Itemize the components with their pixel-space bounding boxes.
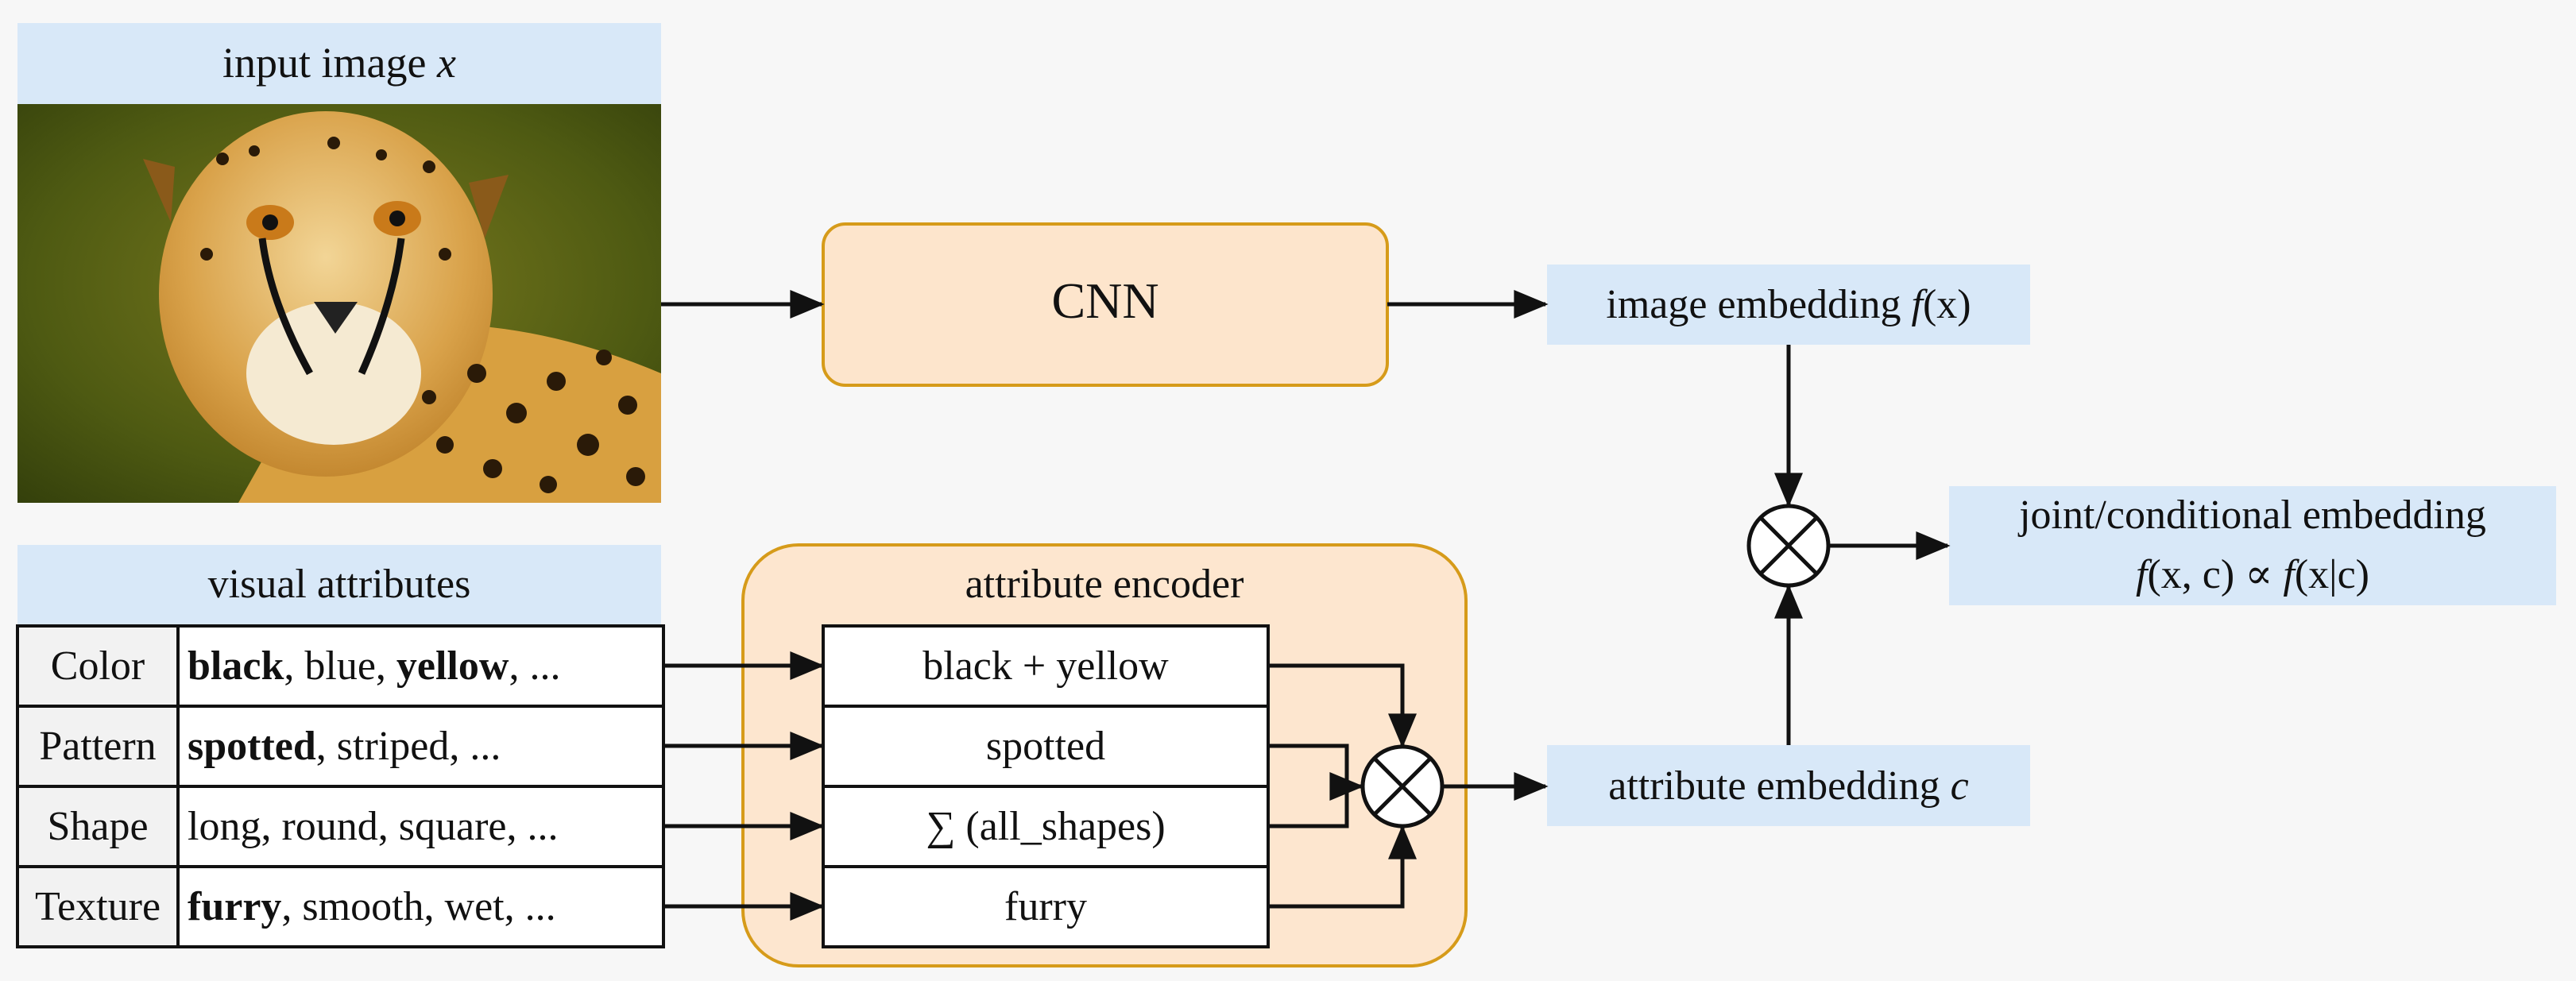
input-image-title: input image x — [222, 39, 456, 87]
attr-name: Color — [51, 643, 145, 689]
attr-values: spotted, striped, ... — [188, 724, 501, 769]
attr-name: Shape — [47, 804, 148, 849]
attr-values-cell — [176, 865, 665, 948]
attribute-encoder-block: attribute encoder black + yellow spotted ∑… — [741, 543, 1468, 967]
attribute-embedding-node: attribute embedding c — [1547, 745, 2030, 826]
arrow-enc-row1-to-otimes — [1268, 663, 1417, 748]
encoder-row-box — [822, 624, 1270, 708]
attr-name-cell — [16, 785, 180, 868]
attr-name: Pattern — [39, 724, 156, 769]
attr-name: Texture — [35, 884, 161, 929]
arrows — [661, 290, 1951, 921]
attribute-embedding-bg — [1547, 745, 2030, 826]
input-image-panel: input image x — [17, 23, 661, 503]
image-embedding-node: image embedding f(x) — [1547, 265, 2030, 345]
attr-values: furry, smooth, wet, ... — [188, 884, 556, 929]
attr-values-cell — [176, 705, 665, 788]
attr-values: long, round, square, ... — [188, 804, 558, 849]
image-embedding-label: image embedding f(x) — [1606, 282, 1971, 327]
encoder-row-label: black + yellow — [922, 643, 1169, 689]
joint-embedding-node: joint/conditional embedding f(x, c) ∝ f(… — [1949, 486, 2556, 605]
arrow-enc-row3-to-otimes — [1268, 772, 1364, 828]
otimes-encoder — [1360, 744, 1445, 828]
encoder-rows: black + yellow spotted ∑ (all_shapes)furry — [822, 624, 1270, 948]
encoder-row-label: ∑ (all_shapes) — [926, 804, 1165, 849]
joint-embedding-line1: joint/conditional embedding — [2017, 492, 2486, 538]
cnn-block: CNN — [822, 222, 1389, 387]
joint-embedding-line2: f(x, c) ∝ f(x|c) — [2136, 552, 2369, 597]
cheetah-photo — [17, 104, 661, 503]
attribute-encoder-title: attribute encoder — [965, 562, 1244, 607]
arrow-enc-row4-to-otimes — [1268, 825, 1417, 909]
input-image-label-bg — [17, 23, 661, 104]
visual-attributes-title: visual attributes — [208, 562, 471, 607]
visual-attributes-label-bg — [17, 545, 661, 624]
visual-attributes-panel: visual attributes Color black, blue, yell… — [16, 545, 665, 948]
visual-attributes-table: Color black, blue, yellow, ... Pattern spot… — [16, 624, 665, 948]
attr-name-cell — [16, 705, 180, 788]
otimes-joint — [1746, 504, 1831, 588]
attr-name-cell — [16, 865, 180, 948]
cnn-label: CNN — [1051, 272, 1158, 329]
joint-embedding-bg — [1949, 486, 2556, 605]
encoder-row-box — [822, 865, 1270, 948]
image-embedding-bg — [1547, 265, 2030, 345]
attribute-embedding-label: attribute embedding c — [1608, 763, 1968, 809]
encoder-row-label: spotted — [986, 724, 1105, 769]
encoder-row-label: furry — [1004, 884, 1087, 929]
attr-values: black, blue, yellow, ... — [188, 643, 560, 689]
